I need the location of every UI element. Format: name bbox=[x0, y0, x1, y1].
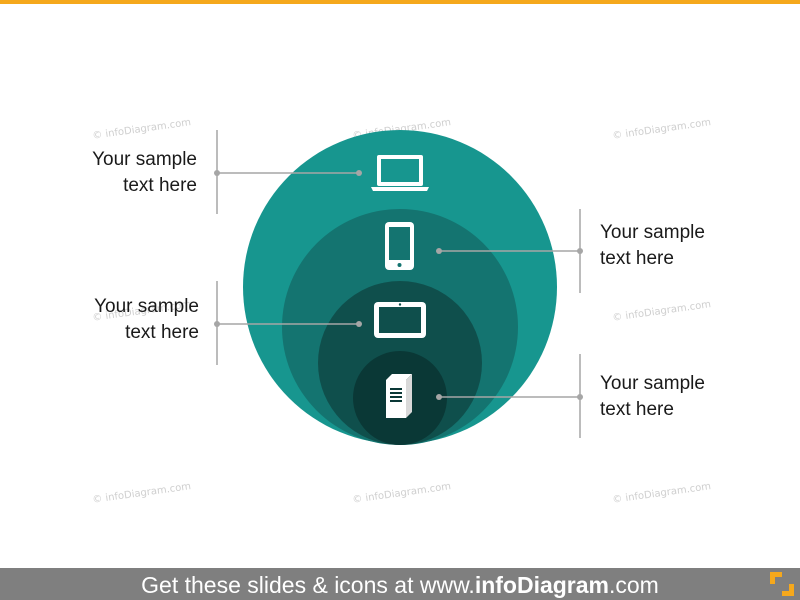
connector-right-bottom bbox=[436, 354, 583, 438]
label-line: text here bbox=[600, 248, 674, 269]
label-line: Your sample bbox=[94, 296, 199, 317]
tablet-icon bbox=[374, 302, 426, 338]
footer-brand: infoDiagram bbox=[474, 572, 609, 598]
label-line: Your sample bbox=[92, 149, 197, 170]
footer-prefix: Get these slides & icons at www. bbox=[141, 572, 475, 598]
connector-left-top bbox=[214, 130, 362, 214]
laptop-icon bbox=[371, 155, 429, 191]
label-line: text here bbox=[125, 322, 199, 343]
connector-right-top bbox=[436, 209, 583, 293]
label-line: text here bbox=[123, 175, 197, 196]
label-line: Your sample bbox=[600, 373, 705, 394]
footer-bar: Get these slides & icons at www.infoDiag… bbox=[0, 568, 800, 600]
footer-suffix: .com bbox=[609, 572, 659, 598]
footer-text: Get these slides & icons at www.infoDiag… bbox=[0, 571, 800, 599]
label-line: Your sample bbox=[600, 222, 705, 243]
server-icon bbox=[386, 374, 412, 418]
label-right-top: Your sample text here bbox=[600, 220, 780, 272]
label-line: text here bbox=[600, 399, 674, 420]
smartphone-icon bbox=[385, 222, 414, 270]
connector-left-bottom bbox=[214, 281, 362, 365]
label-left-bottom: Your sample text here bbox=[19, 294, 199, 346]
label-left-top: Your sample text here bbox=[17, 147, 197, 199]
top-accent-bar bbox=[0, 0, 800, 4]
infodiagram-logo-icon bbox=[770, 572, 794, 596]
nested-circles-diagram bbox=[214, 130, 583, 445]
label-right-bottom: Your sample text here bbox=[600, 371, 780, 423]
